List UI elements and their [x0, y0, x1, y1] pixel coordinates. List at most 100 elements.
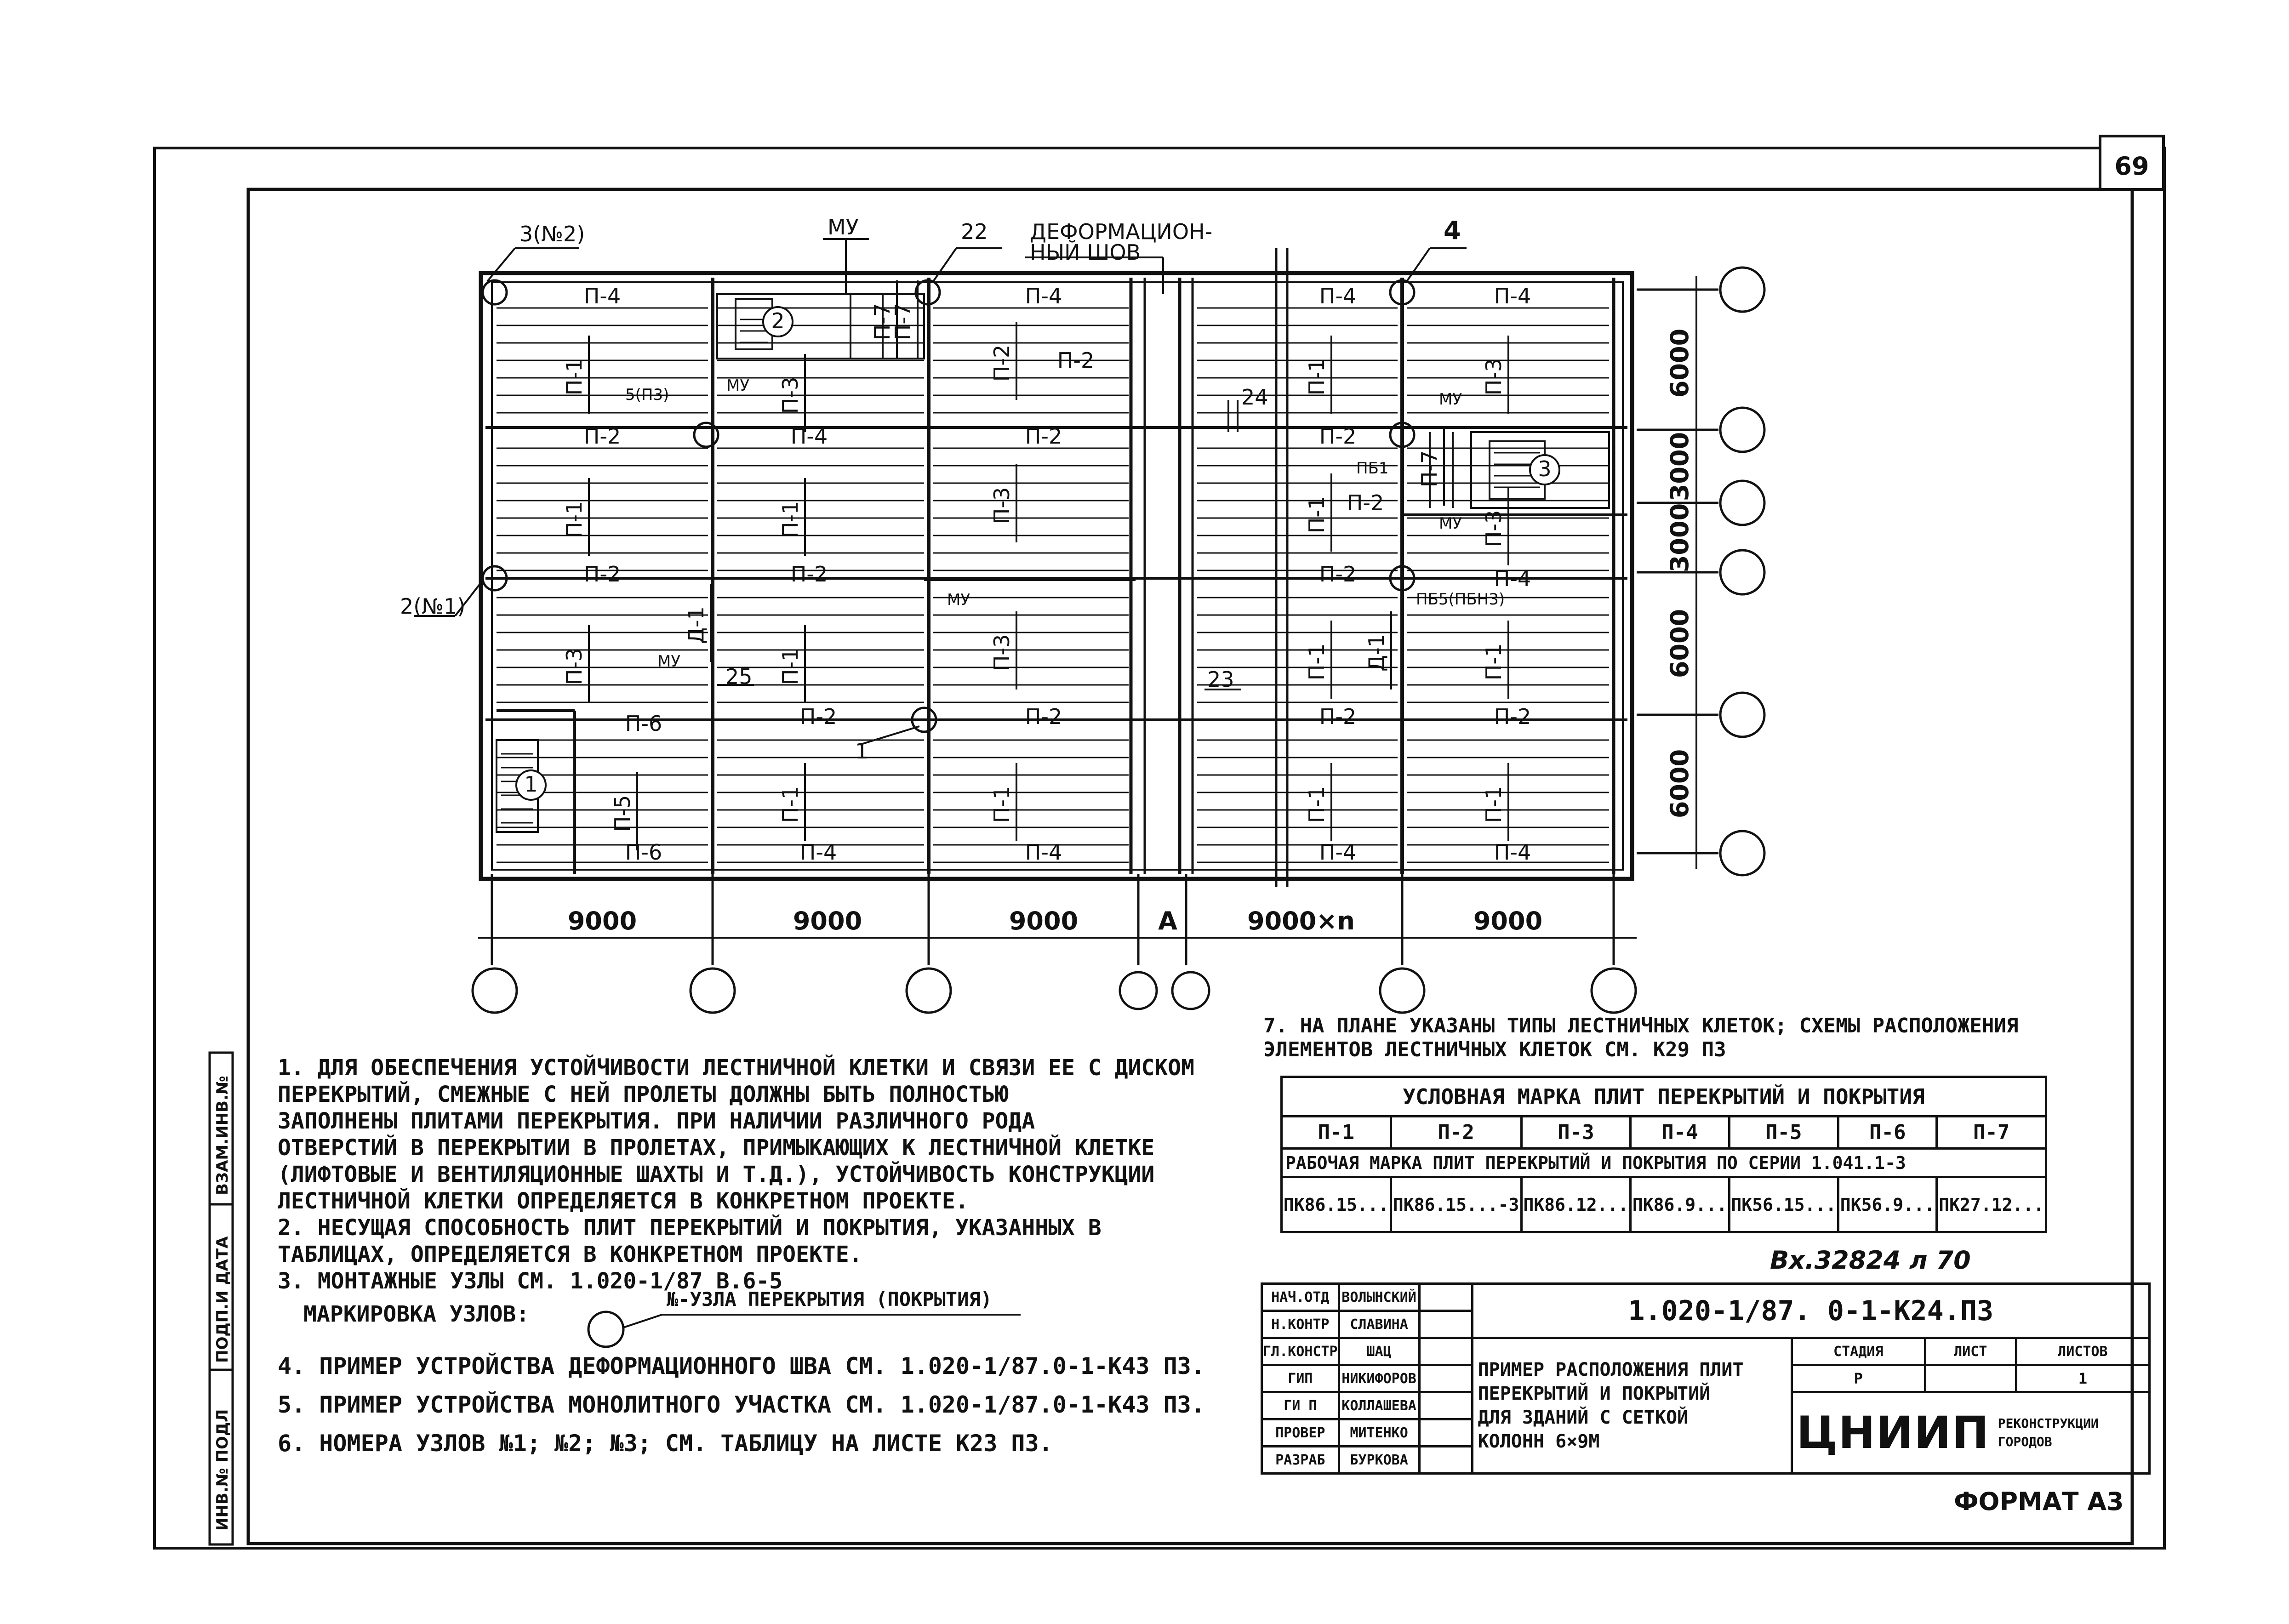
- dim-x-2: 9000: [793, 906, 862, 935]
- organization: ЦНИИП: [1796, 1407, 1990, 1459]
- slab-mark-vertical: П-1: [778, 648, 803, 685]
- slab-mark-vertical: П-5: [610, 795, 635, 832]
- dim-x-3: 9000: [1009, 906, 1078, 935]
- stage-header: ЛИСТОВ: [2015, 1337, 2151, 1366]
- drawing-title-line: ПРИМЕР РАСПОЛОЖЕНИЯ ПЛИТ: [1478, 1359, 1744, 1380]
- stamp-role: ГИ П: [1261, 1391, 1340, 1420]
- note-line: 4. ПРИМЕР УСТРОЙСТВА ДЕФОРМАЦИОННОГО ШВА…: [278, 1353, 1205, 1379]
- note-line: (ЛИФТОВЫЕ И ВЕНТИЛЯЦИОННЫЕ ШАХТЫ И Т.Д.)…: [278, 1162, 1155, 1187]
- side-stamp-inv: ИНВ.№ ПОДЛ: [213, 1409, 232, 1531]
- slab-mark-vertical: П-1: [562, 359, 587, 395]
- organization-block: ЦНИИП РЕКОНСТРУКЦИИ ГОРОДОВ: [1790, 1391, 2151, 1475]
- slab-mark-vertical: П-1: [778, 786, 803, 823]
- note-line: 7. НА ПЛАНЕ УКАЗАНЫ ТИПЫ ЛЕСТНИЧНЫХ КЛЕТ…: [1263, 1014, 2019, 1037]
- slab-mark-cell: П-2: [1389, 1115, 1523, 1150]
- stamp-role: ПРОВЕР: [1261, 1418, 1340, 1447]
- callout-mu-2: МУ: [657, 652, 680, 671]
- callout-node-25: 25: [725, 664, 753, 689]
- stair-1-label: 1: [524, 772, 537, 797]
- title-block: НАЧ.ОТД ВОЛЫНСКИЙ 1.020-1/87. 0-1-К24.П3…: [1261, 1282, 2151, 1475]
- slab-mark-vertical: П-1: [1304, 496, 1329, 533]
- note-line: 3. МОНТАЖНЫЕ УЗЛЫ СМ. 1.020-1/87 В.6-5: [278, 1268, 783, 1294]
- callout-deform-2: НЫЙ ШОВ: [1030, 240, 1141, 265]
- slab-mark-vertical: П-3: [1481, 359, 1506, 395]
- drawing-code: 1.020-1/87. 0-1-К24.П3: [1471, 1282, 2151, 1339]
- slab-mark: П-2: [791, 562, 828, 587]
- stamp-role: НАЧ.ОТД: [1261, 1282, 1340, 1312]
- slab-mark-vertical: Д-1: [684, 606, 708, 644]
- stamp-role: ГИП: [1261, 1364, 1340, 1393]
- slab-mark: П-2: [1347, 490, 1384, 515]
- side-stamp-sign: ПОДП.И ДАТА: [213, 1236, 232, 1363]
- slab-mark: П-2: [1319, 562, 1356, 587]
- slab-mark: П-2: [1057, 348, 1094, 373]
- slab-mark: П-4: [1494, 284, 1531, 308]
- stamp-signature: [1418, 1337, 1473, 1366]
- deformation-joint-marks: [1275, 248, 1289, 887]
- slab-mark: П-2: [584, 562, 621, 587]
- dim-x-4: А: [1158, 906, 1177, 935]
- note-line: ЗАПОЛНЕНЫ ПЛИТАМИ ПЕРЕКРЫТИЯ. ПРИ НАЛИЧИ…: [278, 1108, 1035, 1134]
- slab-mark-vertical: П-1: [1304, 359, 1329, 395]
- note-line: ЭЛЕМЕНТОВ ЛЕСТНИЧНЫХ КЛЕТОК СМ. К29 П3: [1263, 1038, 1726, 1061]
- inventory-note: Вх.32824 л 70: [1770, 1246, 1971, 1275]
- callout-node-24: 24: [1241, 385, 1268, 410]
- callout-node-22: 22: [961, 219, 988, 244]
- dim-y-5: 6000: [1665, 749, 1694, 818]
- notes-block: 1. ДЛЯ ОБЕСПЕЧЕНИЯ УСТОЙЧИВОСТИ ЛЕСТНИЧН…: [278, 1054, 1194, 1294]
- note-line: ПЕРЕКРЫТИЙ, СМЕЖНЫЕ С НЕЙ ПРОЛЕТЫ ДОЛЖНЫ…: [278, 1082, 1009, 1107]
- slab-mark: П-4: [1025, 284, 1062, 308]
- stair-hatching: [496, 298, 1546, 833]
- dim-x-1: 9000: [568, 906, 637, 935]
- node-circles: [481, 279, 1416, 733]
- slab-mark-vertical: Д-1: [1364, 634, 1389, 672]
- slab-mark-vertical: П-1: [778, 501, 803, 538]
- notes-lower: 4. ПРИМЕР УСТРОЙСТВА ДЕФОРМАЦИОННОГО ШВА…: [278, 1347, 1205, 1463]
- callout-leaders: [414, 238, 1467, 746]
- slab-table-title: УСЛОВНАЯ МАРКА ПЛИТ ПЕРЕКРЫТИЙ И ПОКРЫТИ…: [1280, 1076, 2047, 1117]
- stair-2-label: 2: [771, 308, 784, 333]
- callout-node-5: 5(П3): [625, 386, 669, 404]
- stamp-role: Н.КОНТР: [1261, 1310, 1340, 1339]
- callout-node-4: 4: [1444, 216, 1461, 245]
- sheet-number-box: [2099, 135, 2165, 191]
- slab-mark-vertical: П-3: [562, 648, 587, 685]
- marking-example-circle: [587, 1311, 625, 1348]
- dim-x-5: 9000×n: [1247, 906, 1355, 935]
- slab-mark-vertical: П-1: [989, 786, 1014, 823]
- stamp-signature: [1418, 1391, 1473, 1420]
- slab-joints: [497, 307, 1609, 863]
- stamp-name: ШАЦ: [1337, 1337, 1421, 1366]
- slab-mark: П-4: [1319, 284, 1356, 308]
- slab-mark: П-2: [1319, 704, 1356, 729]
- slab-mark: П-4: [1319, 840, 1356, 865]
- slab-mark: П-4: [1494, 566, 1531, 591]
- stamp-name: СЛАВИНА: [1337, 1310, 1421, 1339]
- slab-working-cell: ПК86.12...: [1520, 1176, 1632, 1233]
- stamp-name: ВОЛЫНСКИЙ: [1337, 1282, 1421, 1312]
- callout-mu-4: МУ: [1439, 390, 1462, 409]
- stamp-role: РАЗРАБ: [1261, 1445, 1340, 1475]
- slab-table-subtitle: РАБОЧАЯ МАРКА ПЛИТ ПЕРЕКРЫТИЙ И ПОКРЫТИЯ…: [1280, 1147, 2047, 1178]
- slab-mark: П-2: [1319, 424, 1356, 449]
- drawing-title-line: КОЛОНН 6×9М: [1478, 1431, 1600, 1452]
- stamp-signature: [1418, 1282, 1473, 1312]
- slab-mark-cell: П-7: [1935, 1115, 2047, 1150]
- callout-mu-5: МУ: [1439, 514, 1462, 533]
- note-line: ТАБЛИЦАХ, ОПРЕДЕЛЯЕТСЯ В КОНКРЕТНОМ ПРОЕ…: [278, 1242, 862, 1267]
- slab-mark-vertical: П-1: [1304, 644, 1329, 680]
- slab-mark-vertical: П-2: [989, 345, 1014, 382]
- callout-mu-top: МУ: [828, 215, 859, 239]
- callout-deform-1: ДЕФОРМАЦИОН-: [1030, 219, 1212, 244]
- slab-mark-cell: П-3: [1520, 1115, 1632, 1150]
- slab-mark: П-4: [584, 284, 621, 308]
- note-line: 6. НОМЕРА УЗЛОВ №1; №2; №3; СМ. ТАБЛИЦУ …: [278, 1430, 1053, 1457]
- callout-pb5: ПБ5(ПБН3): [1416, 590, 1505, 609]
- organization-sub: ГОРОДОВ: [1998, 1434, 2052, 1449]
- stamp-name: МИТЕНКО: [1337, 1418, 1421, 1447]
- drawing-title-line: ПЕРЕКРЫТИЙ И ПОКРЫТИЙ: [1478, 1383, 1711, 1404]
- stage-value: 1: [2015, 1364, 2151, 1393]
- stair-3-label: 3: [1538, 456, 1551, 481]
- outer-frame: [153, 147, 2166, 1550]
